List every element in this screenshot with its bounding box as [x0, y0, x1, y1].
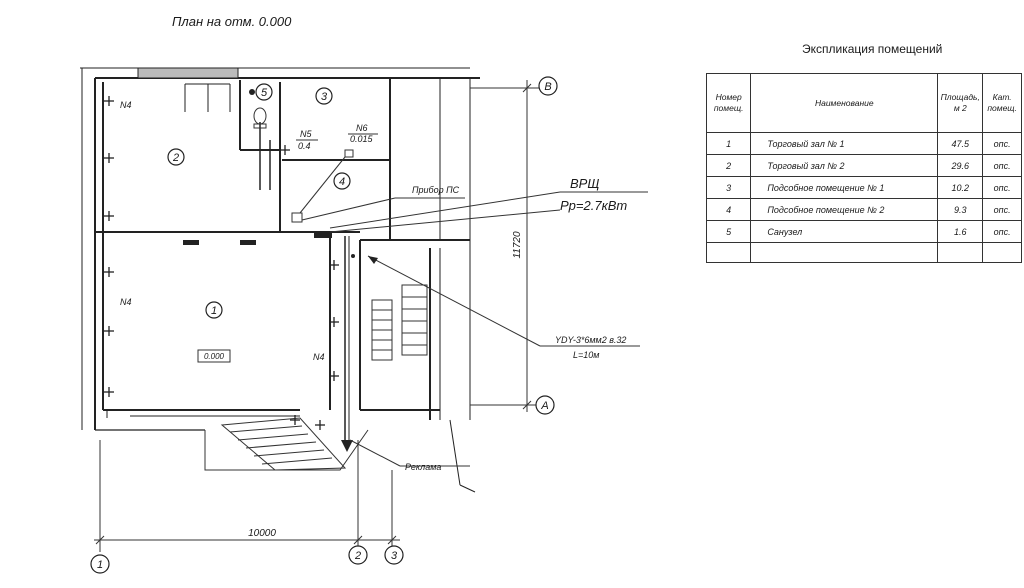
- dimension-lines: [94, 80, 540, 552]
- cell-number: 5: [705, 220, 752, 243]
- svg-text:2: 2: [354, 550, 361, 562]
- table-header-row: Номер помещ. Наименование Площадь, м 2 К…: [705, 73, 1022, 133]
- cell-category: опс.: [982, 132, 1022, 155]
- room-number-5: 5: [255, 83, 273, 101]
- svg-text:А: А: [540, 400, 548, 412]
- light-fixtures: [104, 96, 339, 430]
- cell-empty: [982, 242, 1022, 263]
- table-row-empty: [705, 242, 1022, 263]
- cell-empty: [750, 242, 939, 263]
- svg-text:1: 1: [211, 305, 217, 317]
- svg-text:В: В: [544, 81, 551, 93]
- cell-name: Санузел: [750, 220, 939, 243]
- label-n5: N5: [300, 129, 312, 139]
- floor-plan-drawing: В А 1 2 3 1 2 3 4 5 N4 N4 N4 N5 0.4 N6: [80, 67, 648, 574]
- header-name: Наименование: [750, 73, 939, 133]
- header-number: Номер помещ.: [705, 73, 752, 133]
- room-number-1: 1: [205, 301, 223, 319]
- table-title: Экспликация помещений: [802, 42, 943, 56]
- toilet-fixture: [249, 89, 267, 129]
- table-row: 3 Подсобное помещение № 1 10.2 опс.: [705, 176, 1022, 199]
- svg-text:3: 3: [391, 550, 398, 562]
- cell-area: 9.3: [937, 198, 984, 221]
- label-cable-length: L=10м: [573, 350, 599, 360]
- cell-name: Подсобное помещение № 2: [750, 198, 939, 221]
- interior-partitions: [106, 80, 390, 418]
- label-level: 0.000: [204, 352, 225, 361]
- label-n5-value: 0.4: [298, 141, 311, 151]
- header-area: Площадь, м 2: [937, 73, 984, 133]
- table-row: 5 Санузел 1.6 опс.: [705, 220, 1022, 243]
- cell-area: 10.2: [937, 176, 984, 199]
- label-panel: ВРЩ: [570, 176, 599, 191]
- cell-name: Торговый зал № 2: [750, 154, 939, 177]
- axis-marker-2: 2: [348, 545, 368, 565]
- room-number-2: 2: [167, 148, 185, 166]
- label-n6-value: 0.015: [350, 134, 374, 144]
- cell-category: опс.: [982, 176, 1022, 199]
- cell-name: Подсобное помещение № 1: [750, 176, 939, 199]
- dimension-vertical: 11720: [512, 231, 523, 259]
- cell-category: опс.: [982, 154, 1022, 177]
- cell-category: опс.: [982, 220, 1022, 243]
- plan-title: План на отм. 0.000: [172, 14, 292, 29]
- axis-marker-3: 3: [384, 545, 404, 565]
- cell-number: 4: [705, 198, 752, 221]
- cell-category: опс.: [982, 198, 1022, 221]
- table-row: 1 Торговый зал № 1 47.5 опс.: [705, 132, 1022, 155]
- table-row: 4 Подсобное помещение № 2 9.3 опс.: [705, 198, 1022, 221]
- stairs: [371, 284, 428, 361]
- cell-area: 1.6: [937, 220, 984, 243]
- label-n4-left: N4: [120, 297, 132, 307]
- cell-number: 2: [705, 154, 752, 177]
- svg-text:2: 2: [172, 152, 179, 164]
- cell-empty: [705, 242, 752, 263]
- entrance-steps: [204, 417, 369, 471]
- label-cable: YDY-3*6мм2 в.32: [555, 335, 626, 345]
- cell-empty: [937, 242, 984, 263]
- dimension-horizontal: 10000: [248, 528, 276, 539]
- cell-area: 29.6: [937, 154, 984, 177]
- room-number-4: 4: [333, 172, 351, 190]
- table-row: 2 Торговый зал № 2 29.6 опс.: [705, 154, 1022, 177]
- header-category: Кат. помещ.: [982, 73, 1022, 133]
- axis-marker-1: 1: [90, 554, 110, 574]
- label-n4-right: N4: [313, 352, 325, 362]
- building-walls: [80, 67, 480, 493]
- cell-number: 1: [705, 132, 752, 155]
- svg-text:3: 3: [321, 91, 328, 103]
- label-n6: N6: [356, 123, 368, 133]
- svg-text:1: 1: [97, 559, 103, 571]
- axis-marker-b: В: [538, 76, 558, 96]
- label-n4-top: N4: [120, 100, 132, 110]
- svg-text:5: 5: [261, 87, 268, 99]
- room-number-3: 3: [315, 87, 333, 105]
- label-power: Рр=2.7кВт: [560, 198, 627, 213]
- label-ad: Реклама: [405, 462, 441, 472]
- room-explication-table: Номер помещ. Наименование Площадь, м 2 К…: [705, 73, 1022, 263]
- cell-area: 47.5: [937, 132, 984, 155]
- cell-name: Торговый зал № 1: [750, 132, 939, 155]
- cell-number: 3: [705, 176, 752, 199]
- axis-marker-a: А: [535, 395, 555, 415]
- label-device: Прибор ПС: [412, 185, 460, 195]
- electrical-wiring: [291, 149, 648, 467]
- svg-text:4: 4: [339, 176, 345, 188]
